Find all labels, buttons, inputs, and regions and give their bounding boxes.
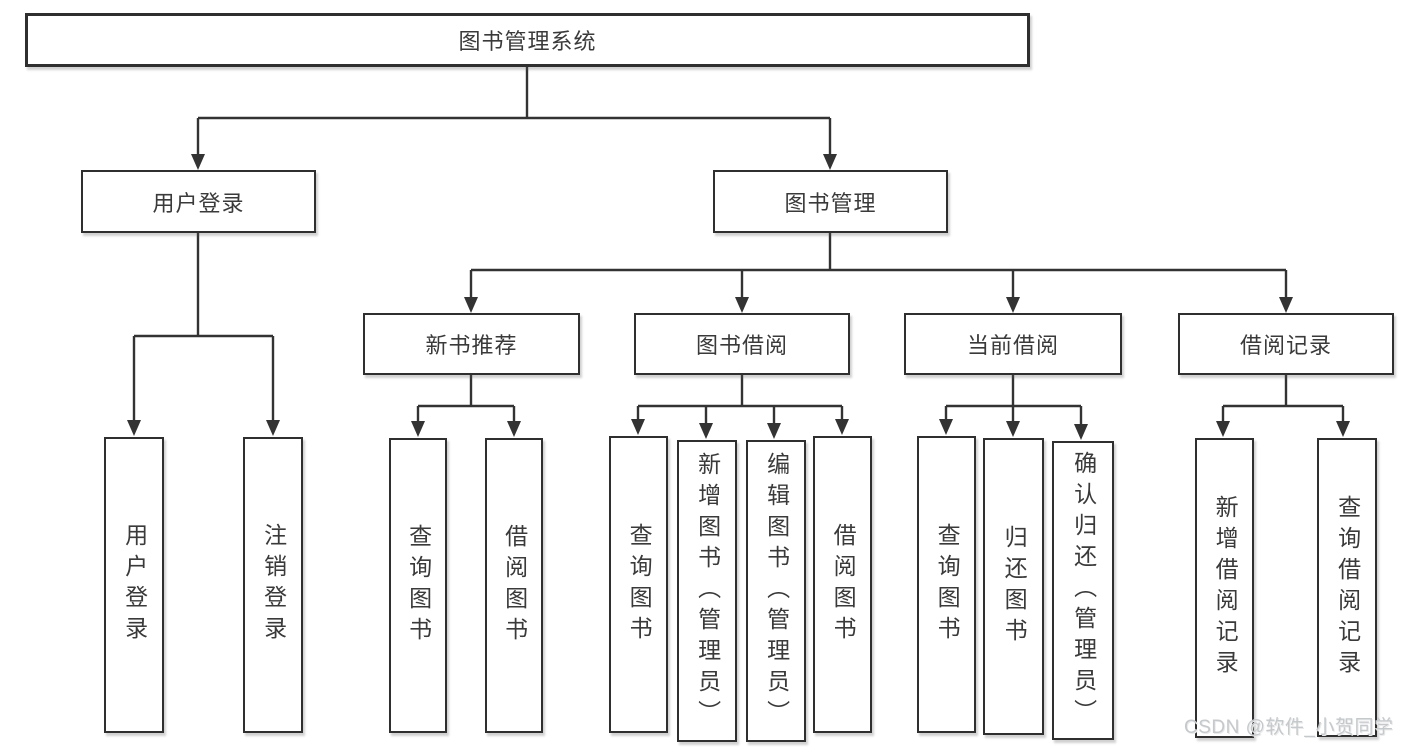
leaf-br-add-record: 新增借阅记录 bbox=[1195, 438, 1254, 738]
node-book-management-label: 图书管理 bbox=[784, 190, 877, 216]
leaf-user-login-label: 用户登录 bbox=[121, 523, 148, 647]
node-root: 图书管理系统 bbox=[25, 13, 1030, 67]
leaf-bb-edit-books-admin: 编辑图书（管理员） bbox=[746, 440, 806, 742]
leaf-bb-borrow-books: 借阅图书 bbox=[813, 436, 872, 733]
leaf-cb-query-books-label: 查询图书 bbox=[934, 522, 961, 647]
leaf-br-query-record-label: 查询借阅记录 bbox=[1334, 494, 1361, 681]
node-borrowing-records: 借阅记录 bbox=[1178, 313, 1394, 375]
node-book-borrowing-label: 图书借阅 bbox=[695, 333, 788, 358]
node-book-management: 图书管理 bbox=[713, 170, 948, 233]
leaf-bb-add-books-admin-label: 新增图书（管理员） bbox=[694, 451, 721, 731]
leaf-nbr-borrow-books-label: 借阅图书 bbox=[501, 523, 528, 648]
leaf-user-login: 用户登录 bbox=[104, 437, 164, 733]
node-user-login: 用户登录 bbox=[81, 170, 316, 233]
leaf-bb-borrow-books-label: 借阅图书 bbox=[830, 522, 857, 647]
leaf-nbr-query-books-label: 查询图书 bbox=[405, 523, 432, 648]
node-borrowing-records-label: 借阅记录 bbox=[1239, 333, 1332, 358]
node-current-borrowing-label: 当前借阅 bbox=[966, 333, 1059, 358]
leaf-logout: 注销登录 bbox=[243, 437, 303, 733]
leaf-cb-query-books: 查询图书 bbox=[917, 436, 976, 733]
leaf-br-query-record: 查询借阅记录 bbox=[1317, 438, 1377, 737]
node-new-book-recommend: 新书推荐 bbox=[363, 313, 580, 375]
leaf-bb-edit-books-admin-label: 编辑图书（管理员） bbox=[763, 451, 790, 731]
leaf-bb-add-books-admin: 新增图书（管理员） bbox=[677, 440, 737, 742]
leaf-nbr-query-books: 查询图书 bbox=[389, 438, 447, 733]
node-user-login-label: 用户登录 bbox=[152, 190, 245, 216]
watermark: CSDN @软件_小贺同学 bbox=[1184, 717, 1394, 738]
leaf-cb-confirm-return-admin-label: 确认归还（管理员） bbox=[1070, 451, 1097, 730]
node-new-book-recommend-label: 新书推荐 bbox=[425, 333, 518, 358]
leaf-cb-confirm-return-admin: 确认归还（管理员） bbox=[1052, 441, 1114, 740]
leaf-br-add-record-label: 新增借阅记录 bbox=[1212, 495, 1239, 681]
leaf-cb-return-books-label: 归还图书 bbox=[1001, 524, 1028, 649]
leaf-logout-label: 注销登录 bbox=[260, 523, 287, 647]
leaf-cb-return-books: 归还图书 bbox=[983, 438, 1044, 735]
node-book-borrowing: 图书借阅 bbox=[634, 313, 850, 375]
leaf-bb-query-books-label: 查询图书 bbox=[626, 522, 653, 647]
leaf-nbr-borrow-books: 借阅图书 bbox=[485, 438, 543, 733]
node-current-borrowing: 当前借阅 bbox=[904, 313, 1122, 375]
node-root-label: 图书管理系统 bbox=[458, 29, 597, 54]
leaf-bb-query-books: 查询图书 bbox=[609, 436, 668, 733]
